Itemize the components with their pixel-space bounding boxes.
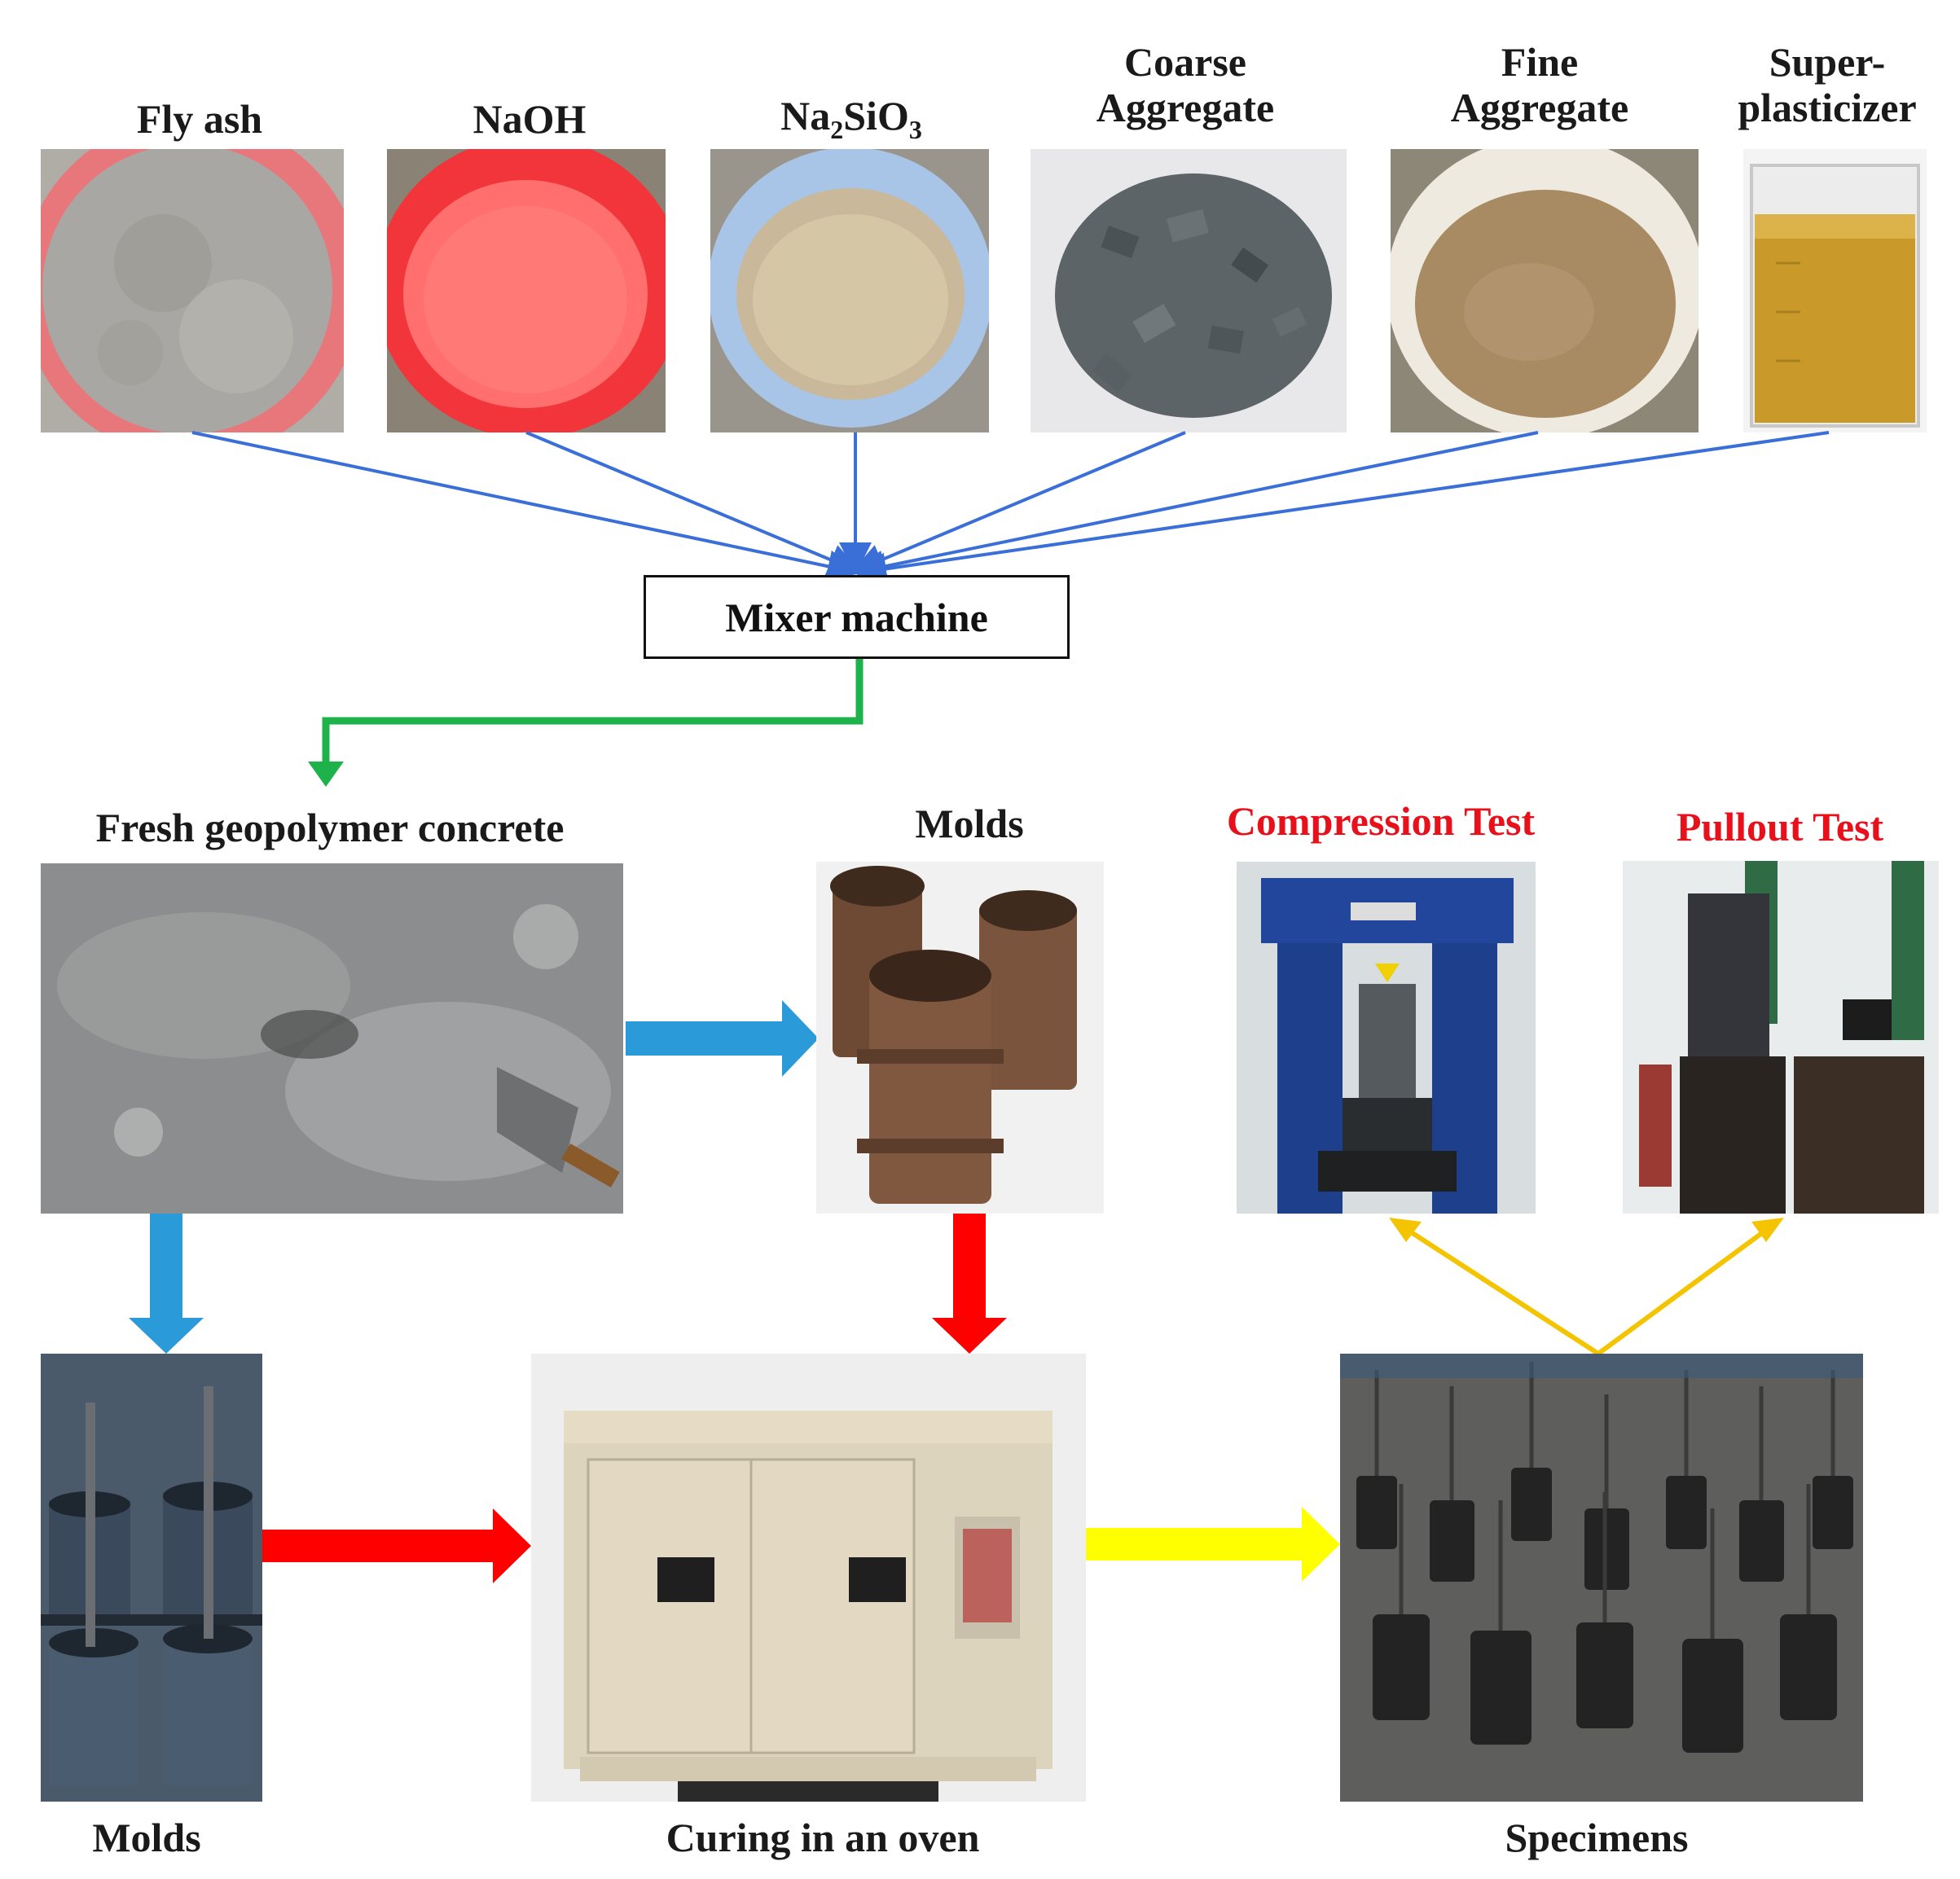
label-molds-bottom: Molds xyxy=(57,1815,236,1860)
coarse-aggregate-photo xyxy=(1031,149,1347,432)
superplasticizer-line1: Super- xyxy=(1769,39,1886,85)
molds-top-text: Molds xyxy=(915,801,1024,846)
na2sio3-mid: SiO xyxy=(843,93,909,138)
compression-test-text: Compression Test xyxy=(1226,798,1536,844)
arrow-fly-ash-to-mixer xyxy=(191,431,860,582)
arrow-oven-to-specimens xyxy=(1086,1507,1340,1582)
label-pullout-test: Pullout Test xyxy=(1646,804,1914,850)
superplasticizer-line2: plasticizer xyxy=(1738,85,1917,130)
pullout-test-text: Pullout Test xyxy=(1676,804,1884,850)
fresh-concrete-text: Fresh geopolymer concrete xyxy=(95,805,565,850)
oven-photo xyxy=(531,1354,1086,1802)
arrow-to-pullout xyxy=(1597,1223,1773,1356)
label-curing: Curing in an oven xyxy=(619,1815,1026,1860)
arrow-fresh-to-molds-bottom xyxy=(129,1214,204,1354)
label-na2sio3: Na2SiO3 xyxy=(741,93,961,145)
molds-bottom-text: Molds xyxy=(92,1815,201,1860)
label-fine-aggregate: Fine Aggregate xyxy=(1422,39,1658,130)
pullout-test-photo xyxy=(1623,861,1939,1214)
label-fresh-concrete: Fresh geopolymer concrete xyxy=(65,805,595,850)
arrowhead-pullout xyxy=(1751,1218,1784,1242)
coarse-line1: Coarse xyxy=(1124,39,1246,85)
arrowhead-compression xyxy=(1389,1218,1422,1242)
specimens-photo xyxy=(1340,1354,1863,1802)
naoh-text: NaOH xyxy=(472,96,587,142)
arrow-coarse-to-mixer xyxy=(850,431,1186,576)
arrows-specimens-to-tests xyxy=(1400,1223,1773,1356)
na2sio3-base: Na xyxy=(780,93,831,138)
na2sio3-sub1: 2 xyxy=(830,115,844,144)
fresh-concrete-photo xyxy=(41,863,623,1214)
fine-aggregate-photo xyxy=(1391,149,1699,432)
arrow-molds-to-oven xyxy=(932,1214,1007,1354)
compression-test-photo xyxy=(1237,862,1536,1214)
coarse-line2: Aggregate xyxy=(1096,85,1275,130)
arrow-mixer-to-fresh-concrete xyxy=(308,657,864,787)
fly-ash-text: Fly ash xyxy=(136,96,263,142)
label-fly-ash: Fly ash xyxy=(114,96,285,142)
arrow-fresh-to-molds xyxy=(626,1000,819,1077)
curing-text: Curing in an oven xyxy=(666,1815,980,1860)
molds-top-photo xyxy=(816,862,1104,1214)
label-molds-top: Molds xyxy=(880,801,1059,846)
arrow-fine-to-mixer xyxy=(852,431,1539,583)
fly-ash-photo xyxy=(41,149,344,432)
fine-line1: Fine xyxy=(1501,39,1579,85)
mixer-machine-box: Mixer machine xyxy=(644,575,1070,659)
molds-bottom-photo xyxy=(41,1354,262,1802)
ingredient-arrows xyxy=(191,431,1830,586)
arrow-molds-bottom-to-oven xyxy=(262,1508,531,1583)
specimens-text: Specimens xyxy=(1505,1815,1689,1860)
label-compression-test: Compression Test xyxy=(1198,798,1564,844)
superplasticizer-photo xyxy=(1743,149,1927,432)
naoh-photo xyxy=(387,149,666,432)
na2sio3-photo xyxy=(710,149,989,432)
arrow-superplasticizer-to-mixer xyxy=(854,431,1830,586)
label-superplasticizer: Super- plasticizer xyxy=(1717,39,1937,130)
fine-line2: Aggregate xyxy=(1450,85,1629,130)
na2sio3-sub2: 3 xyxy=(908,115,922,144)
arrow-to-compression xyxy=(1400,1223,1600,1356)
label-coarse-aggregate: Coarse Aggregate xyxy=(1067,39,1303,130)
arrow-naoh-to-mixer xyxy=(525,431,862,576)
mixer-machine-label: Mixer machine xyxy=(725,594,988,640)
label-naoh: NaOH xyxy=(440,96,619,142)
label-specimens: Specimens xyxy=(1474,1815,1719,1860)
